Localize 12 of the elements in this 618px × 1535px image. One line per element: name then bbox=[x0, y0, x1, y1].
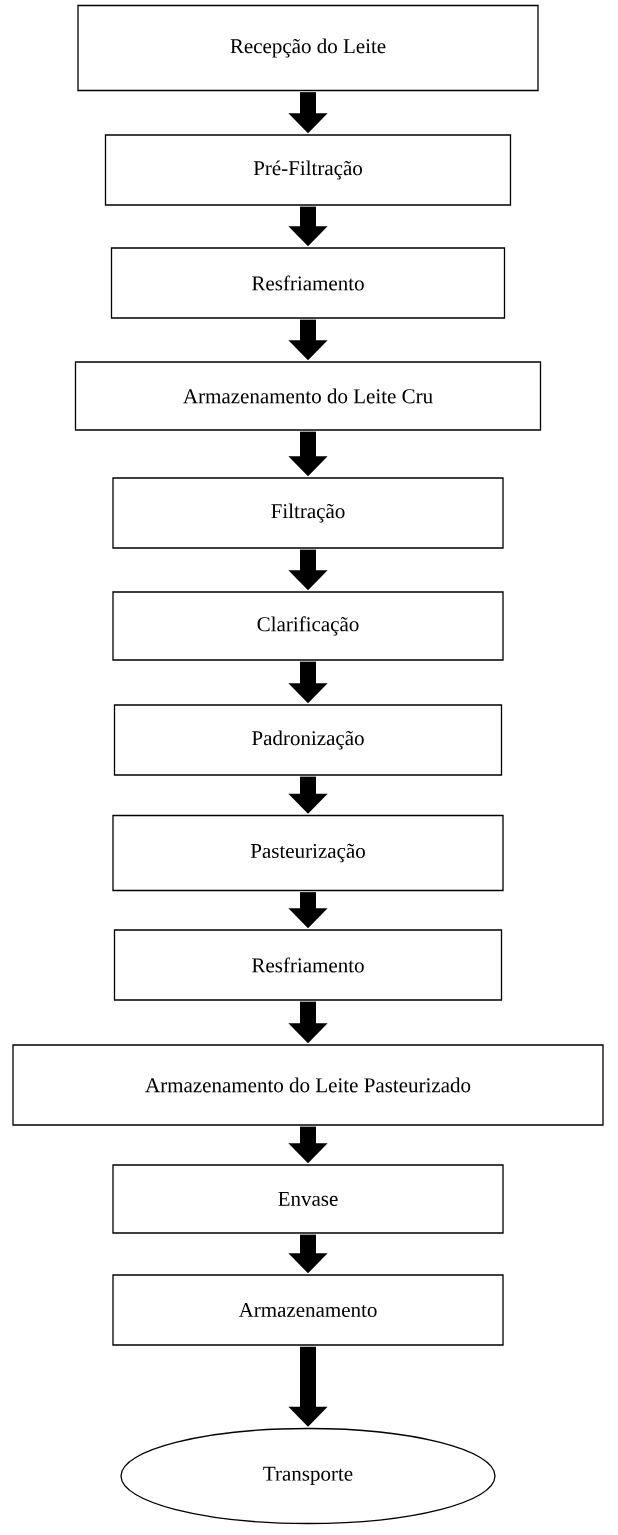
process-box: Armazenamento do Leite Cru bbox=[74, 361, 542, 431]
process-box: Resfriamento bbox=[113, 929, 503, 1001]
process-box: Clarificação bbox=[112, 591, 504, 661]
process-box: Pasteurização bbox=[112, 814, 504, 892]
process-box: Padronização bbox=[113, 704, 503, 776]
process-box: Recepção do Leite bbox=[77, 4, 539, 92]
process-box: Filtração bbox=[112, 477, 504, 549]
process-box: Resfriamento bbox=[110, 247, 506, 319]
process-box: Armazenamento do Leite Pasteurizado bbox=[12, 1044, 604, 1126]
process-box: Pré-Filtração bbox=[104, 134, 512, 206]
process-box: Armazenamento bbox=[112, 1274, 504, 1346]
process-box: Envase bbox=[112, 1164, 504, 1234]
